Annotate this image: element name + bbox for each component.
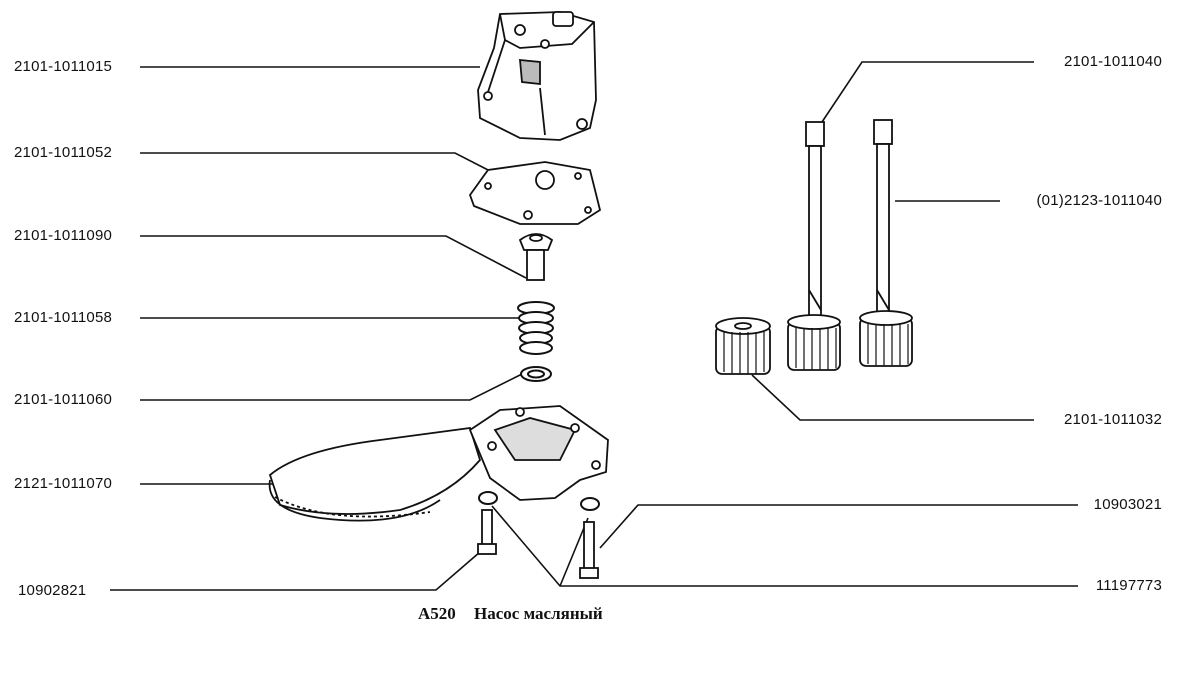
- gears: [715, 310, 913, 375]
- label-shaft-b: (01)2123-1011040: [1036, 192, 1162, 209]
- gear-teeth: [723, 324, 909, 374]
- label-valve-washer: 2101-1011060: [14, 391, 113, 408]
- label-cover-plate: 2101-1011052: [14, 144, 113, 161]
- label-pump-body: 2101-1011015: [14, 58, 113, 75]
- relief-valve: [518, 233, 554, 281]
- leader-valve: [140, 235, 527, 279]
- bolts: [477, 509, 599, 579]
- lock-washers: [478, 491, 600, 511]
- leader-cover: [140, 152, 493, 173]
- drive-shafts: [805, 119, 893, 337]
- label-bolt-left: 10902821: [18, 582, 87, 599]
- cover-plate: [468, 161, 602, 225]
- label-relief-valve: 2101-1011090: [14, 227, 113, 244]
- label-gear: 2101-1011032: [1063, 411, 1162, 428]
- label-valve-spring: 2101-1011058: [14, 309, 113, 326]
- valve-spring: [517, 301, 555, 355]
- intake-housing: [268, 405, 609, 522]
- label-shaft-a: 2101-1011040: [1063, 53, 1162, 70]
- caption-title: Насос масляный: [474, 604, 603, 623]
- caption-code: A520: [418, 604, 456, 623]
- label-lock-washer: 11197773: [1095, 577, 1162, 594]
- leader-lines: [110, 61, 1078, 591]
- leader-bolt-right: [599, 504, 1078, 549]
- leader-gear: [751, 374, 1034, 421]
- pump-body: [477, 11, 597, 141]
- diagram-caption: A520 Насос масляный: [418, 604, 603, 624]
- leader-shaft-a: [821, 61, 1034, 123]
- label-bolt-right: 10903021: [1093, 496, 1162, 513]
- leader-bolt-left: [110, 551, 481, 591]
- leader-washer: [140, 373, 523, 401]
- valve-washer: [520, 366, 552, 382]
- label-intake-housing: 2121-1011070: [14, 475, 113, 492]
